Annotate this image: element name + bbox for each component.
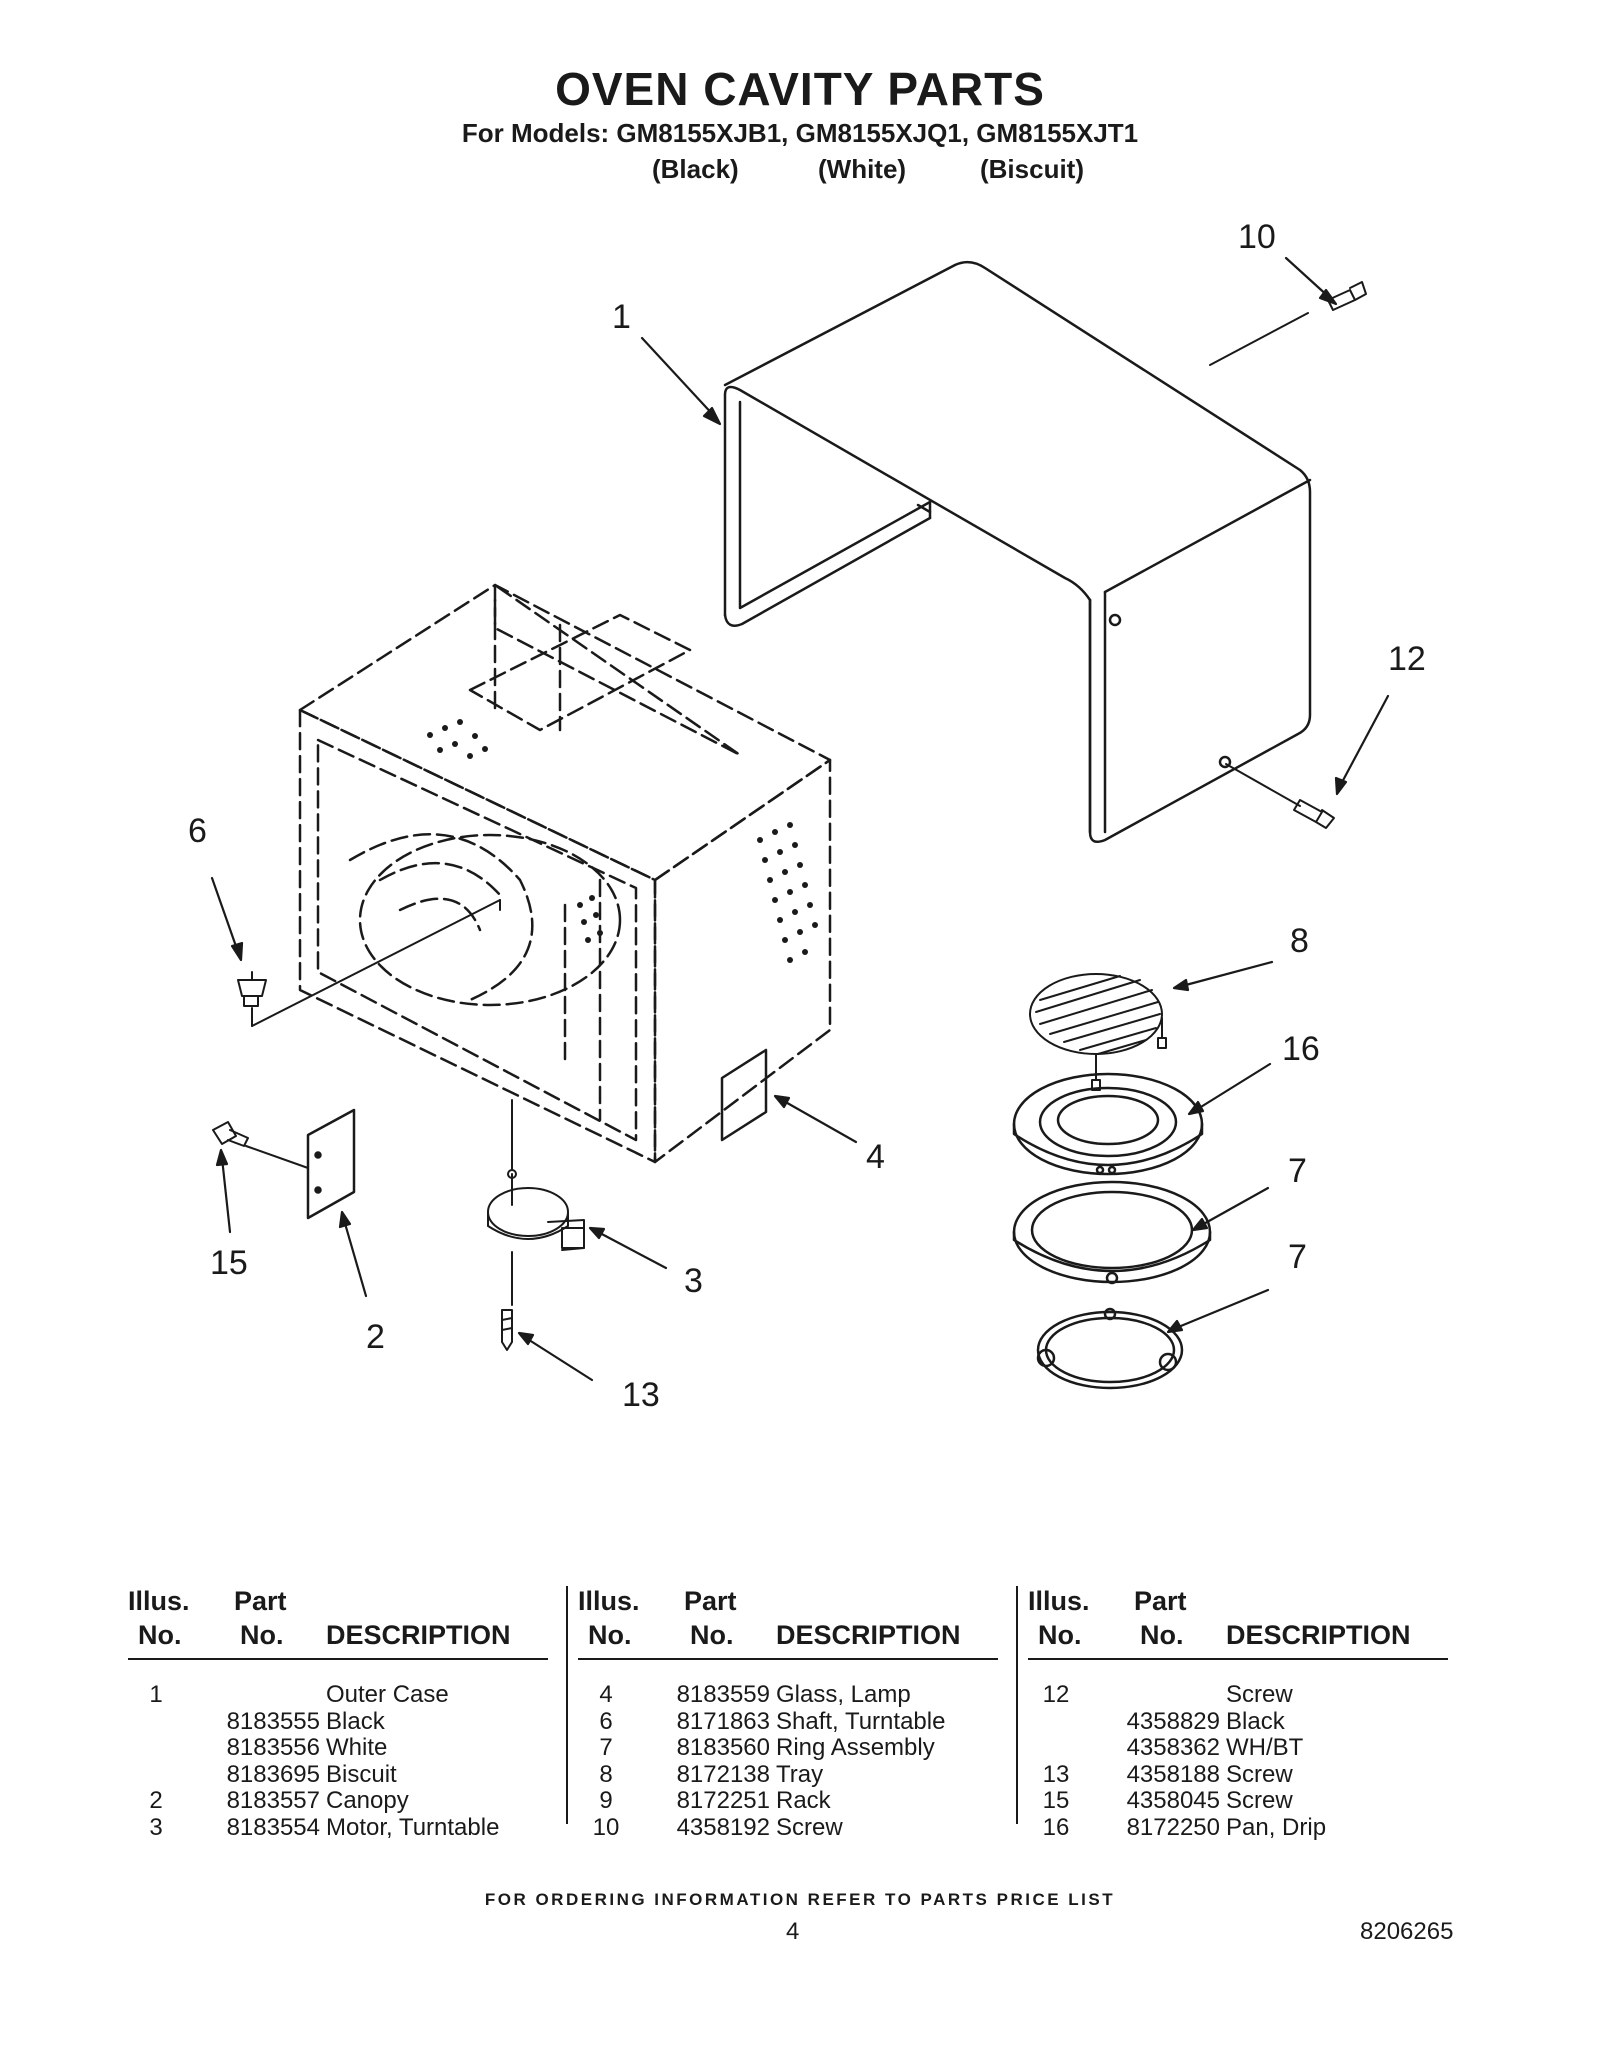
turntable-motor xyxy=(487,1169,585,1251)
header-part: Part xyxy=(684,1586,737,1616)
header-illus: Illus. xyxy=(1028,1586,1090,1616)
screw-10 xyxy=(1327,281,1367,311)
cavity-vent-holes xyxy=(427,719,818,963)
parts-table-header: Illus. No. Part No. DESCRIPTION xyxy=(578,1586,998,1660)
variant-white: (White) xyxy=(818,154,907,184)
callout-16: 16 xyxy=(1282,1030,1320,1068)
page-title: OVEN CAVITY PARTS xyxy=(555,63,1045,115)
header-illus-no: No. xyxy=(138,1620,182,1650)
lamp-glass xyxy=(720,1048,768,1142)
screw-12 xyxy=(1293,799,1335,829)
header-description: DESCRIPTION xyxy=(1226,1620,1411,1650)
document-number: 8206265 xyxy=(1360,1918,1454,1945)
outer-case xyxy=(723,260,1312,843)
callout-3: 3 xyxy=(684,1262,703,1300)
header-part-no: No. xyxy=(1140,1620,1184,1650)
header-illus: Illus. xyxy=(578,1586,640,1616)
variant-black: (Black) xyxy=(652,154,739,184)
canopy xyxy=(306,1108,356,1220)
header-illus: Illus. xyxy=(128,1586,190,1616)
header-part-no: No. xyxy=(240,1620,284,1650)
header-part-no: No. xyxy=(690,1620,734,1650)
parts-table-header: Illus. No. Part No. DESCRIPTION xyxy=(1028,1586,1448,1660)
callout-4: 4 xyxy=(866,1138,885,1176)
screw-15 xyxy=(212,1121,249,1147)
callout-6: 6 xyxy=(188,812,207,850)
tray xyxy=(1012,1180,1212,1285)
callout-10: 10 xyxy=(1238,218,1276,256)
leader-lines xyxy=(245,312,1309,1306)
header-illus-no: No. xyxy=(588,1620,632,1650)
variant-biscuit: (Biscuit) xyxy=(980,154,1084,184)
rack xyxy=(1029,973,1167,1091)
table-divider xyxy=(1016,1586,1018,1824)
header-description: DESCRIPTION xyxy=(326,1620,511,1650)
page-number: 4 xyxy=(786,1918,800,1945)
ordering-note: FOR ORDERING INFORMATION REFER TO PARTS … xyxy=(484,1890,1116,1909)
screw-13 xyxy=(501,1309,513,1351)
callout-8: 7 xyxy=(1288,1152,1307,1190)
callout-2: 2 xyxy=(366,1318,385,1356)
header-description: DESCRIPTION xyxy=(776,1620,961,1650)
callout-12: 12 xyxy=(1388,640,1426,678)
ring-assembly xyxy=(1036,1307,1184,1390)
header-illus-no: No. xyxy=(1038,1620,1082,1650)
parts-table-header: Illus. No. Part No. DESCRIPTION xyxy=(128,1586,548,1660)
callout-1: 1 xyxy=(612,298,631,336)
callout-arrows xyxy=(210,256,1390,1382)
oven-cavity xyxy=(298,583,832,1164)
callout-7: 7 xyxy=(1288,1238,1307,1276)
drip-pan xyxy=(1012,1072,1204,1176)
turntable-shaft xyxy=(237,971,267,1007)
callout-9: 8 xyxy=(1290,922,1309,960)
exploded-parts-diagram xyxy=(210,256,1390,1390)
table-divider xyxy=(566,1586,568,1824)
header-part: Part xyxy=(1134,1586,1187,1616)
header-part: Part xyxy=(234,1586,287,1616)
callout-15: 15 xyxy=(210,1244,248,1282)
models-line: For Models: GM8155XJB1, GM8155XJQ1, GM81… xyxy=(461,118,1139,148)
callout-13: 13 xyxy=(622,1376,660,1414)
